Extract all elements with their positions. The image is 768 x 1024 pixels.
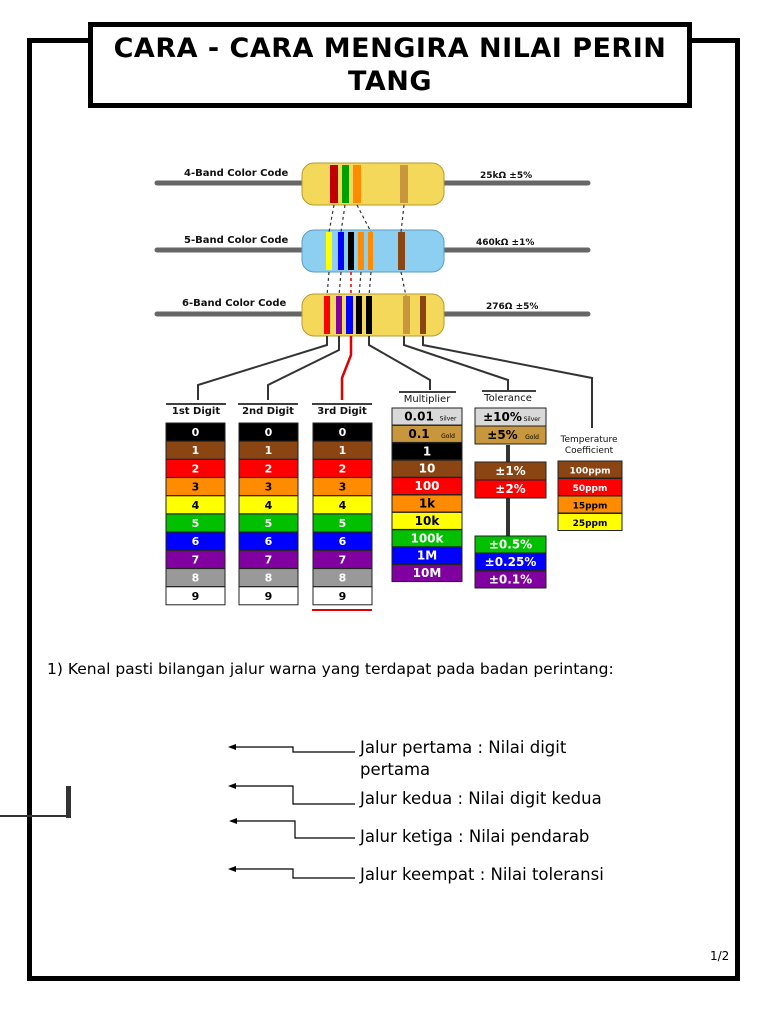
intro-text: 1) Kenal pasti bilangan jalur warna yang…: [47, 660, 614, 678]
second-digit-9-label: 9: [265, 590, 273, 603]
multiplier-1-sublabel: Gold: [441, 433, 455, 440]
multiplier-6-label: 10k: [415, 514, 441, 528]
resistor-color-code-figure: 4-Band Color Code 5-Band Color Code 6-Ba…: [154, 162, 623, 611]
temp-coeff-0-label: 100ppm: [569, 467, 610, 477]
row-first-band-line2: pertama: [360, 760, 431, 779]
temp-coeff-1-label: 50ppm: [573, 484, 608, 494]
row-first-band-line1: Jalur pertama : Nilai digit: [360, 738, 567, 757]
temp-coeff-2-label: 15ppm: [573, 502, 608, 512]
multiplier-4-label: 100: [414, 479, 439, 493]
row-fourth-band: Jalur keempat : Nilai toleransi: [360, 865, 604, 884]
tolerance-mid-1-chip: [474, 479, 547, 499]
page-number: 1/2: [710, 949, 730, 963]
tolerance-top-0-label: ±10%: [483, 410, 522, 424]
third-digit-7-label: 7: [339, 553, 347, 566]
multiplier-0-label: 0.01: [404, 410, 434, 424]
tolerance-bottom-0-label: ±0.5%: [489, 538, 532, 552]
multiplier-7-label: 100k: [410, 531, 444, 545]
header-temperature: Temperature: [559, 435, 617, 445]
third-digit-8-label: 8: [339, 572, 347, 585]
row-second-band: Jalur kedua : Nilai digit kedua: [360, 789, 602, 808]
second-digit-9-chip: [238, 586, 299, 606]
first-digit-0-label: 0: [192, 426, 200, 439]
tolerance-bottom-1-label: ±0.25%: [485, 555, 537, 569]
header-tolerance: Tolerance: [483, 393, 532, 404]
first-digit-8-label: 8: [192, 572, 200, 585]
band-label-4: 4-Band Color Code: [184, 168, 289, 179]
tolerance-bottom-2-chip: [474, 570, 547, 589]
third-digit-9-chip: [312, 586, 373, 606]
first-digit-1-label: 1: [192, 444, 200, 457]
multiplier-8-label: 1M: [417, 549, 437, 563]
second-digit-2-label: 2: [265, 462, 273, 475]
third-digit-5-label: 5: [339, 517, 347, 530]
third-digit-6-label: 6: [339, 535, 347, 548]
second-digit-3-label: 3: [265, 481, 273, 494]
band-label-5: 5-Band Color Code: [184, 235, 289, 246]
third-digit-2-label: 2: [339, 462, 347, 475]
tolerance-top-1-chip: [474, 425, 547, 445]
header-1st-digit: 1st Digit: [172, 406, 220, 417]
tolerance-bottom-2-label: ±0.1%: [489, 573, 532, 587]
header-3rd-digit: 3rd Digit: [317, 406, 367, 417]
third-digit-3-label: 3: [339, 481, 347, 494]
second-digit-7-label: 7: [265, 553, 273, 566]
first-digit-6-label: 6: [192, 535, 200, 548]
multiplier-9-label: 10M: [413, 566, 442, 580]
tolerance-mid-0-label: ±1%: [495, 464, 525, 478]
value-label-4: 25kΩ ±5%: [480, 171, 532, 181]
first-digit-9-chip: [165, 586, 226, 606]
temp-coeff-3-label: 25ppm: [573, 519, 608, 529]
second-digit-4-label: 4: [265, 499, 273, 512]
tolerance-top-0-sublabel: Silver: [524, 416, 541, 423]
first-digit-9-label: 9: [192, 590, 200, 603]
band-label-6: 6-Band Color Code: [182, 298, 287, 309]
third-digit-4-label: 4: [339, 499, 347, 512]
multiplier-2-label: 1: [423, 444, 431, 458]
third-digit-1-label: 1: [339, 444, 347, 457]
first-digit-2-label: 2: [192, 462, 200, 475]
first-digit-3-label: 3: [192, 481, 200, 494]
header-2nd-digit: 2nd Digit: [242, 406, 294, 417]
first-digit-7-label: 7: [192, 553, 200, 566]
multiplier-0-sublabel: Silver: [440, 416, 457, 423]
second-digit-5-label: 5: [265, 517, 273, 530]
header-coefficient: Coefficient: [565, 446, 614, 456]
tolerance-top-1-label: ±5%: [487, 428, 517, 442]
second-digit-8-label: 8: [265, 572, 273, 585]
temp-coeff-3-chip: [557, 513, 623, 531]
tolerance-mid-1-label: ±2%: [495, 482, 525, 496]
first-digit-5-label: 5: [192, 517, 200, 530]
page-title: CARA - CARA MENGIRA NILAI PERIN TANG: [113, 33, 667, 97]
multiplier-3-label: 10: [419, 462, 436, 476]
first-digit-4-label: 4: [192, 499, 200, 512]
row-first-band: Jalur pertama : Nilai digit pertama: [360, 737, 566, 781]
header-multiplier: Multiplier: [404, 394, 452, 405]
row-third-band: Jalur ketiga : Nilai pendarab: [360, 827, 590, 846]
value-label-5: 460kΩ ±1%: [476, 238, 534, 248]
multiplier-1-label: 0.1: [408, 427, 429, 441]
second-digit-0-label: 0: [265, 426, 273, 439]
third-digit-0-label: 0: [339, 426, 347, 439]
multiplier-9-chip: [391, 564, 463, 583]
multiplier-5-label: 1k: [419, 497, 436, 511]
title-box: CARA - CARA MENGIRA NILAI PERIN TANG: [88, 22, 692, 108]
third-digit-9-label: 9: [339, 590, 347, 603]
tolerance-top-1-sublabel: Gold: [525, 434, 539, 441]
second-digit-6-label: 6: [265, 535, 273, 548]
value-label-6: 276Ω ±5%: [486, 302, 538, 312]
second-digit-1-label: 1: [265, 444, 273, 457]
